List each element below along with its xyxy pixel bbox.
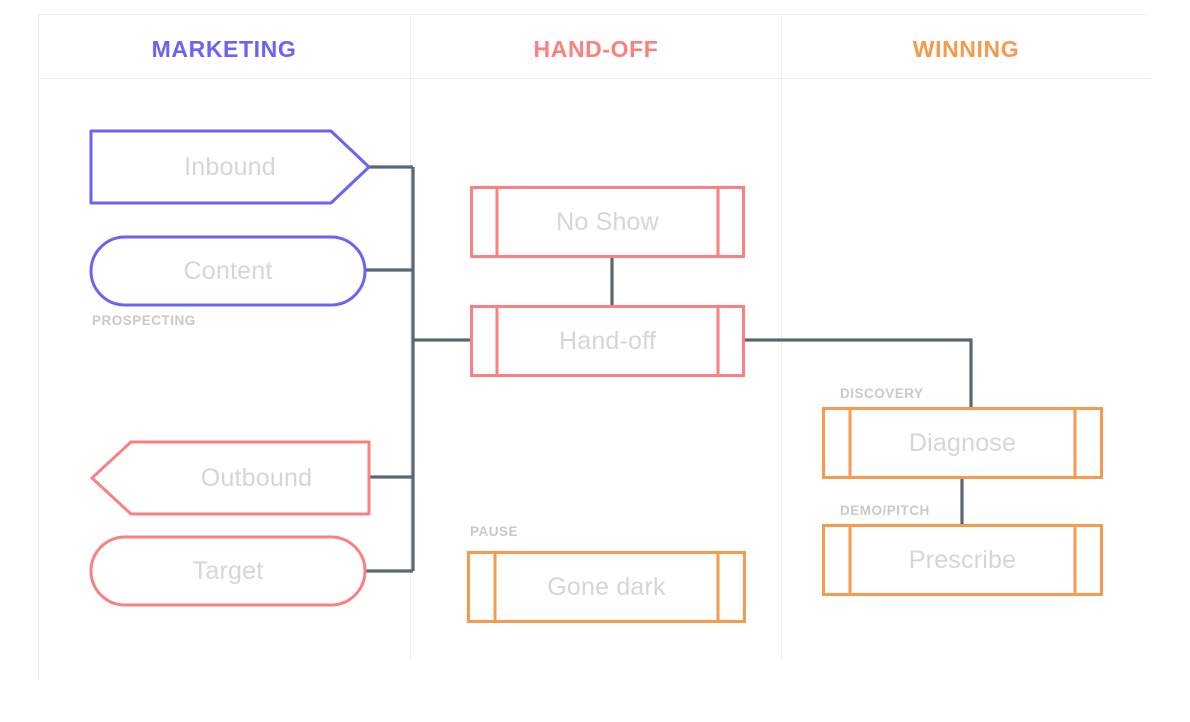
gone-dark-box-shape: [467, 551, 746, 623]
lane-header-marketing: MARKETING: [151, 36, 297, 62]
stage-label-pause: PAUSE: [470, 524, 519, 539]
node-prescribe[interactable]: Prescribe: [822, 524, 1103, 596]
board-left-border: [38, 14, 39, 678]
stage-label-prospecting: PROSPECTING: [92, 313, 196, 328]
board-top-border: [38, 14, 1150, 15]
lane-divider-handoff-winning: [781, 14, 782, 660]
lane-header-rule: [38, 78, 1150, 79]
node-inbound[interactable]: Inbound: [89, 129, 371, 205]
lane-divider-marketing-handoff: [410, 14, 411, 660]
node-no-show[interactable]: No Show: [470, 186, 745, 258]
node-target[interactable]: Target: [89, 535, 367, 607]
no-show-box-shape: [470, 186, 745, 258]
outbound-arrow-shape: [90, 440, 371, 516]
target-stadium-shape: [89, 535, 367, 607]
node-hand-off[interactable]: Hand-off: [470, 305, 745, 377]
stage-label-discovery: DISCOVERY: [840, 386, 924, 401]
lane-header-handoff: HAND-OFF: [533, 36, 659, 62]
lane-header-winning: WINNING: [912, 36, 1020, 62]
node-content[interactable]: Content: [89, 235, 367, 307]
node-gone-dark[interactable]: Gone dark: [467, 551, 746, 623]
stage-label-demo-pitch: DEMO/PITCH: [840, 503, 930, 518]
node-outbound[interactable]: Outbound: [90, 440, 371, 516]
content-stadium-shape: [89, 235, 367, 307]
prescribe-box-shape: [822, 524, 1103, 596]
node-diagnose[interactable]: Diagnose: [822, 407, 1103, 479]
diagnose-box-shape: [822, 407, 1103, 479]
inbound-arrow-shape: [89, 129, 371, 205]
hand-off-box-shape: [470, 305, 745, 377]
